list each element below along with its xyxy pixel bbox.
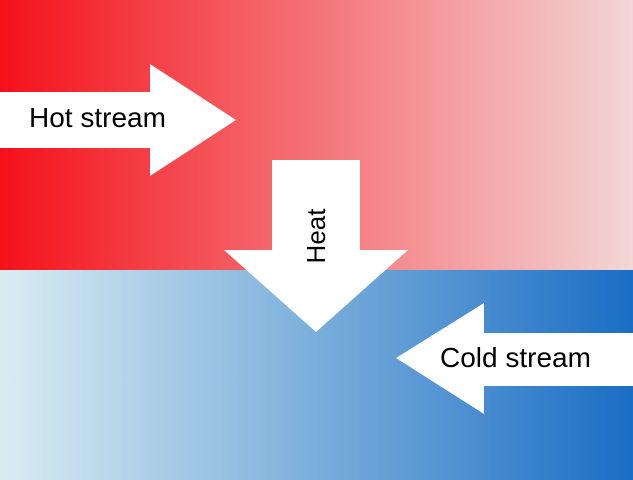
cold-stream-label: Cold stream xyxy=(440,342,591,373)
hot-stream-arrow xyxy=(0,64,236,176)
heat-label: Heat xyxy=(301,208,331,264)
cold-stream-arrow xyxy=(396,303,633,414)
hot-stream-label: Hot stream xyxy=(29,102,166,133)
heat-arrow xyxy=(224,160,408,332)
